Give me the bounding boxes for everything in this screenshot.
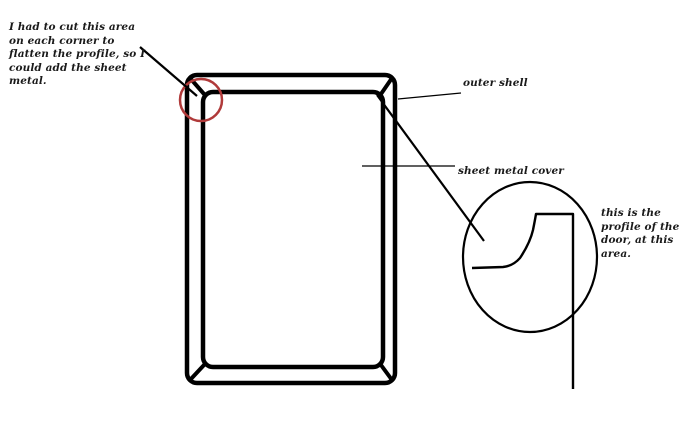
outer-shell-leader-line [397,92,462,100]
sheet-metal-cover-label: sheet metal cover [458,165,564,177]
door-profile-note: this is the profile of the door, at this… [601,207,680,260]
profile-detail-circle [461,180,599,334]
outer-shell-frame [184,72,398,386]
sheet-metal-cover-panel [200,89,386,370]
door-profile-curve [471,212,575,389]
corner-cut-note: I had to cut this area on each corner to… [9,21,146,87]
profile-callout-line [376,94,485,242]
corner-bevel-lines [188,76,394,382]
cut-area-highlight-circle [178,77,224,123]
corner-note-leader-line [139,46,198,97]
outer-shell-label: outer shell [463,77,528,89]
